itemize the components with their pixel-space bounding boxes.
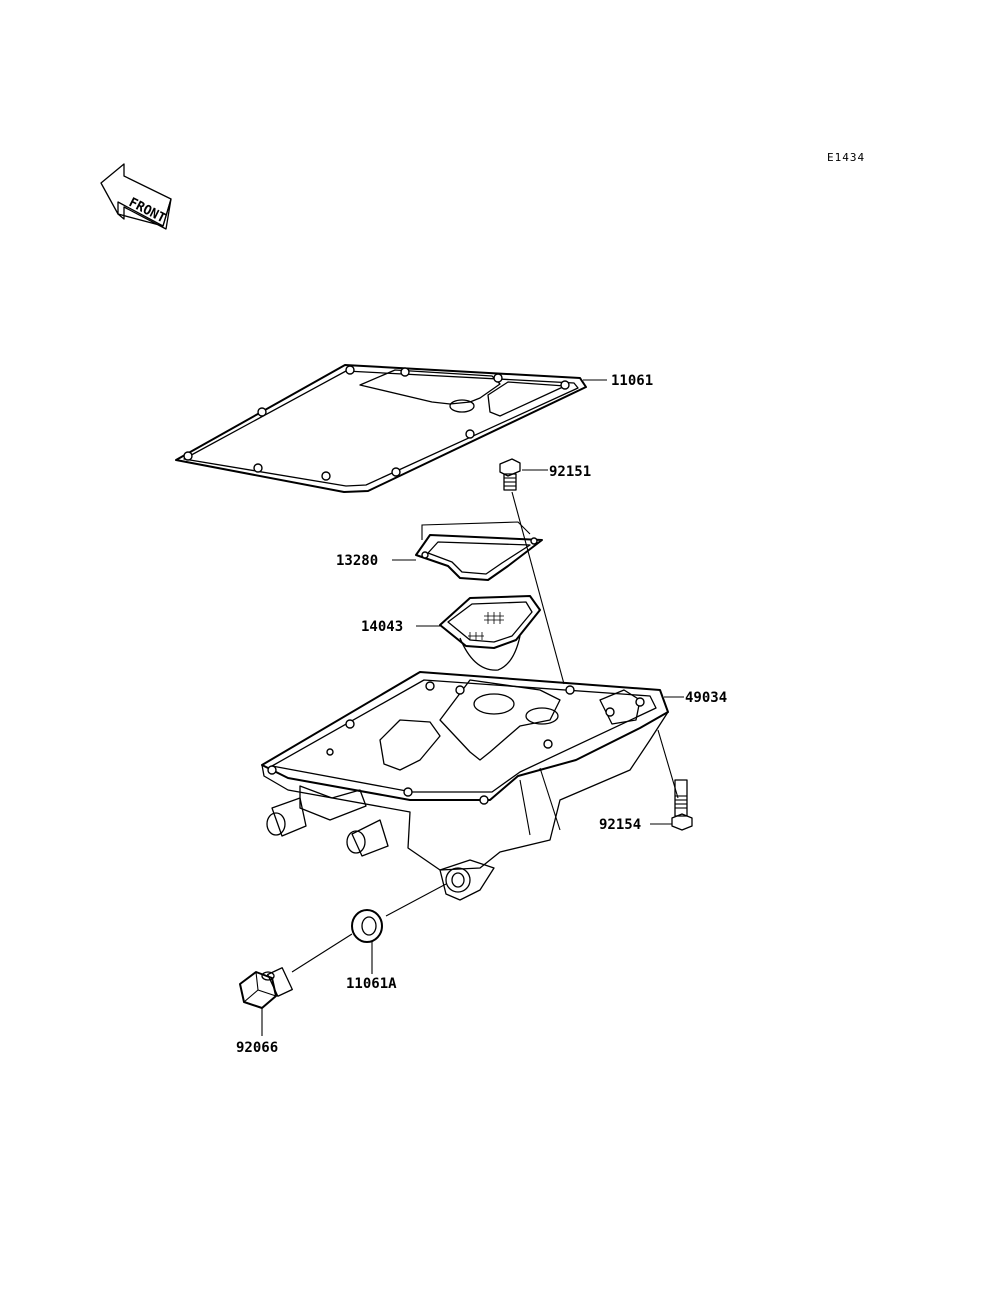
front-direction-arrow-icon: FRONT [100, 163, 172, 230]
part-number-11061: 11061 [611, 373, 653, 389]
part-number-92154: 92154 [599, 817, 641, 833]
part-number-13280: 13280 [336, 553, 378, 569]
part-number-14043: 14043 [361, 619, 403, 635]
part-number-49034: 49034 [685, 690, 727, 706]
oil-strainer [439, 595, 541, 671]
diagram-reference: E1434 [827, 151, 865, 164]
flange-bolt-long [671, 779, 693, 831]
drain-plug [239, 967, 293, 1009]
strainer-gasket [415, 521, 543, 581]
part-number-11061a: 11061A [346, 976, 397, 992]
flange-bolt-short [499, 458, 521, 491]
oil-pan [261, 671, 669, 901]
part-number-92151: 92151 [549, 464, 591, 480]
part-number-92066: 92066 [236, 1040, 278, 1056]
drain-washer [351, 909, 383, 943]
oil-pan-gasket [175, 364, 587, 493]
